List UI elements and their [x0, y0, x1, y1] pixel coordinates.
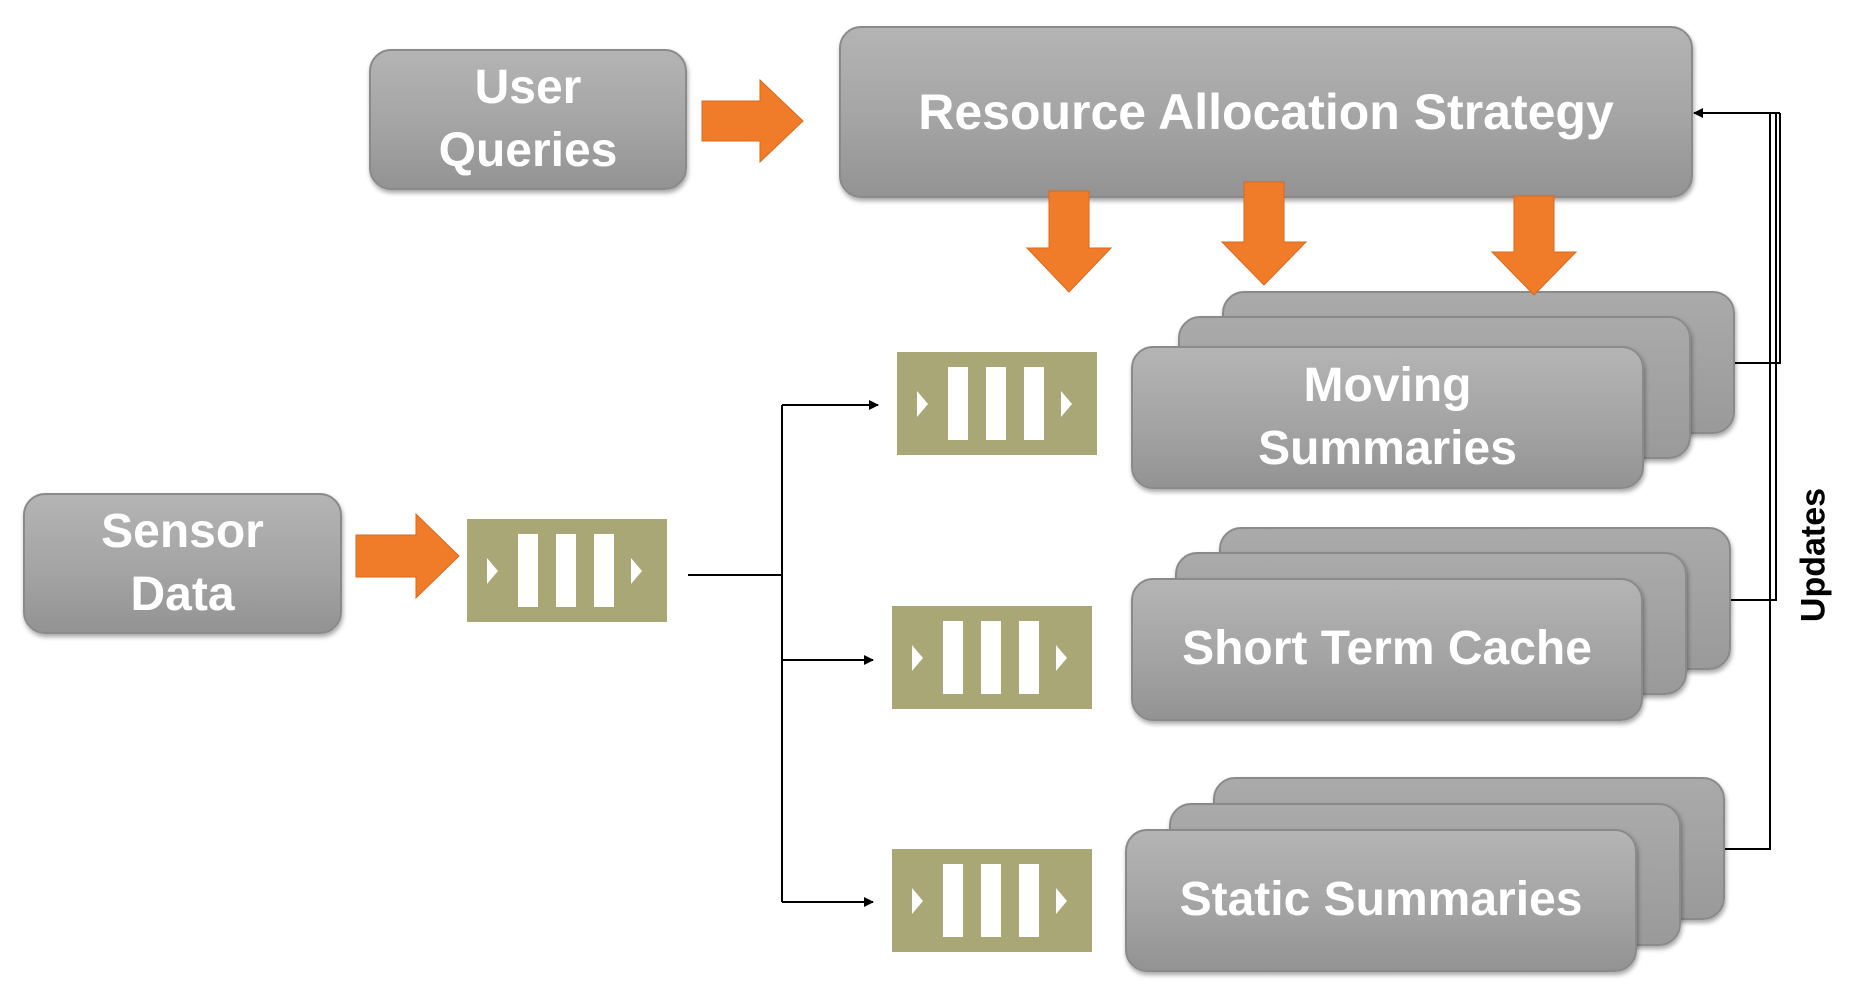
static-summaries-node: Static Summaries — [1125, 829, 1637, 972]
static-summaries-label: Static Summaries — [1179, 873, 1583, 927]
arrow-strategy-to-moving-front — [1220, 181, 1308, 286]
queue-icon-cache — [892, 606, 1092, 709]
moving-summaries-line2: Summaries — [1258, 421, 1517, 475]
arrow-strategy-to-moving-back — [1490, 195, 1578, 296]
updates-from-cache — [1731, 113, 1777, 601]
queue-icon-static — [892, 849, 1092, 952]
user-queries-line2: Queries — [438, 123, 618, 177]
resource-allocation-label: Resource Allocation Strategy — [918, 83, 1614, 140]
updates-edge-label: Updates — [1794, 487, 1833, 623]
arrow-sensor-to-queue — [355, 512, 460, 600]
resource-allocation-node: Resource Allocation Strategy — [839, 26, 1693, 198]
short-term-cache-label: Short Term Cache — [1182, 622, 1592, 676]
moving-summaries-node: Moving Summaries — [1131, 346, 1644, 489]
updates-from-static — [1725, 113, 1771, 850]
queue-icon-moving — [897, 352, 1097, 455]
short-term-cache-node: Short Term Cache — [1131, 578, 1643, 721]
updates-from-moving — [1735, 113, 1781, 364]
arrow-user-to-strategy — [701, 78, 804, 164]
user-queries-node: User Queries — [369, 49, 687, 190]
arrow-strategy-to-queue — [1025, 190, 1113, 293]
user-queries-line1: User — [474, 61, 582, 115]
sensor-data-node: Sensor Data — [23, 493, 342, 634]
moving-summaries-line1: Moving — [1303, 359, 1472, 413]
sensor-data-line1: Sensor — [101, 505, 264, 559]
sensor-data-line2: Data — [130, 567, 235, 621]
queue-icon-sensor — [467, 519, 667, 622]
